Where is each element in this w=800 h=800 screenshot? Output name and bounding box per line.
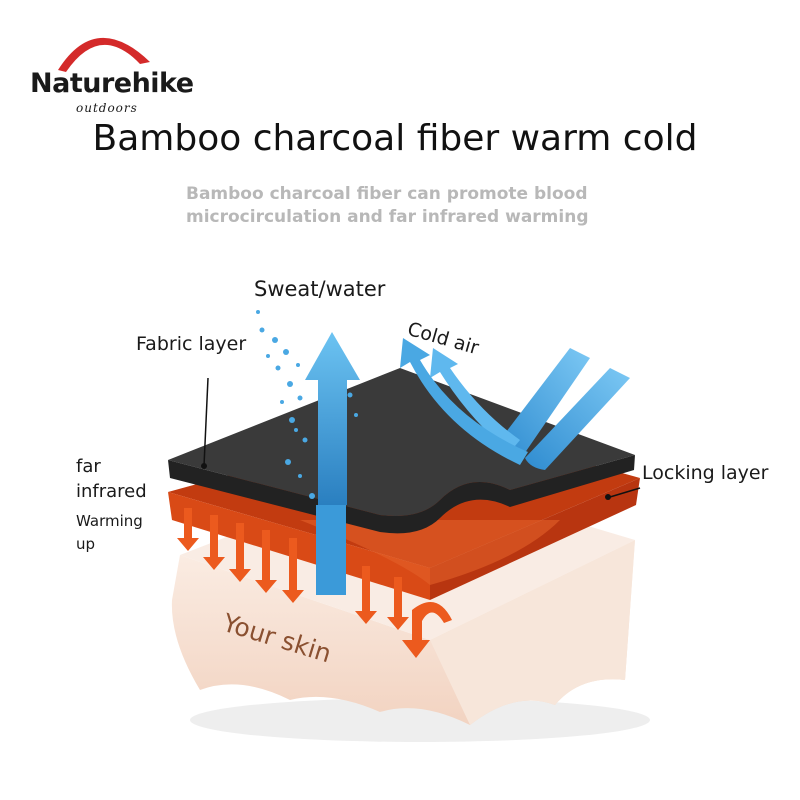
water-droplets — [256, 310, 358, 499]
page-title: Bamboo charcoal fiber warm cold — [92, 118, 698, 159]
locking-leader-dot — [605, 494, 611, 500]
label-fabric-layer: Fabric layer — [136, 333, 247, 355]
warming-arrows — [177, 508, 452, 658]
fabric-layer — [168, 368, 635, 534]
label-locking-layer: Locking layer — [642, 462, 769, 484]
fabric-leader-dot — [201, 463, 207, 469]
brand-subtitle: outdoors — [76, 101, 138, 115]
brand-name: Naturehike — [30, 68, 194, 99]
fabric-leader-line — [203, 377, 209, 467]
cold-air-arrows — [400, 338, 630, 470]
subtitle-line-2: microcirculation and far infrared warmin… — [186, 207, 589, 227]
moisture-arrow — [305, 332, 360, 595]
subtitle-line-1: Bamboo charcoal fiber can promote blood — [186, 184, 588, 204]
label-sweat-water: Sweat/water — [254, 277, 386, 301]
locking-leader-line — [609, 487, 641, 498]
label-infrared: infrared — [76, 481, 147, 502]
label-up: up — [76, 535, 96, 553]
page-subtitle: Bamboo charcoal fiber can promote blood … — [186, 183, 706, 229]
label-far: far — [76, 456, 101, 477]
label-warming: Warming — [76, 512, 143, 530]
floor-shadow — [190, 698, 650, 742]
